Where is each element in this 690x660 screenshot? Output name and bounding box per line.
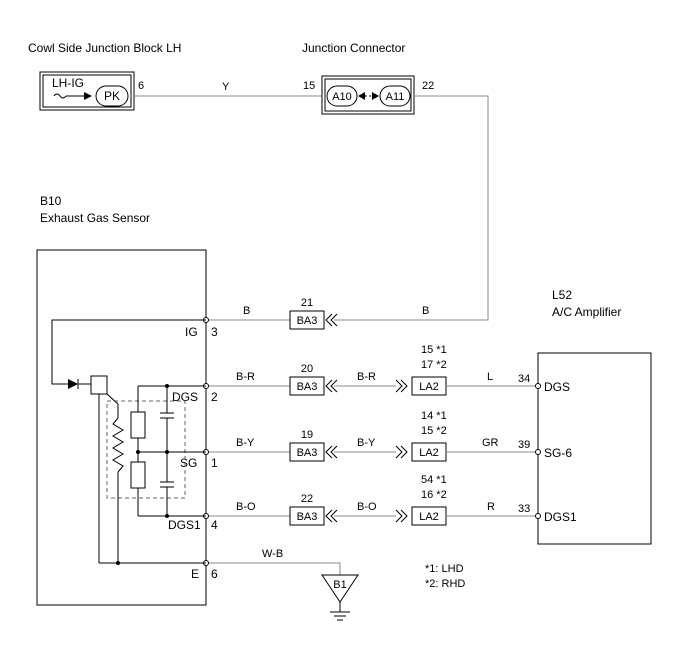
sensor-name: Exhaust Gas Sensor — [40, 211, 150, 225]
note-lhd: *1: LHD — [425, 563, 464, 575]
sensor-code: B10 — [40, 194, 62, 208]
amp-pin-num-3: 33 — [518, 503, 530, 515]
diode-icon — [68, 379, 78, 389]
fuse-icon — [53, 93, 67, 99]
la2-pin1-1: 15 *1 — [421, 344, 447, 356]
la2-pin2-3: 16 *2 — [421, 489, 447, 501]
ba3-connector-2 — [289, 376, 325, 396]
wire-r-label: R — [487, 501, 495, 513]
amp-box — [537, 352, 652, 545]
wire-b-right — [414, 95, 489, 321]
cowl-block-inner — [42, 74, 132, 108]
wire-br-left-label: B-R — [236, 371, 255, 383]
fuse-label: LH-IG — [52, 76, 84, 90]
pin-num-dgs: 2 — [211, 390, 218, 404]
la2-pin2-1: 17 *2 — [421, 359, 447, 371]
amp-code: L52 — [552, 288, 572, 302]
junction-connector-label: Junction Connector — [302, 41, 405, 55]
pin-name-e: E — [191, 567, 199, 581]
heater-switch — [90, 375, 108, 395]
amp-pin-dgs — [535, 383, 541, 389]
ground-label: B1 — [333, 579, 346, 591]
pk-connector — [95, 85, 129, 107]
sensor-box — [36, 249, 207, 606]
wire-by-mid-label: B-Y — [357, 437, 376, 449]
pin-num-ig: 3 — [211, 325, 218, 339]
pin-name-ig: IG — [185, 325, 198, 339]
wire-bo-mid-label: B-O — [357, 501, 377, 513]
ba3-label-3: BA3 — [297, 447, 318, 459]
wire-wb-label: W-B — [262, 548, 283, 560]
junction-right-pin: 22 — [422, 80, 434, 92]
ba3-connector-3 — [289, 442, 325, 462]
la2-label-2: LA2 — [419, 447, 439, 459]
cell-upper-icon — [130, 411, 146, 439]
la2-pin1-2: 14 *1 — [421, 410, 447, 422]
la2-label-1: LA2 — [419, 381, 439, 393]
sensor-element-box — [106, 400, 186, 499]
pin-name-sg: SG — [180, 456, 197, 470]
ig-internal-wire — [51, 319, 206, 385]
pin-num-e: 6 — [211, 567, 218, 581]
ba3-label-4: BA3 — [297, 511, 318, 523]
amp-name: A/C Amplifier — [552, 305, 621, 319]
pk-connector-label: PK — [104, 89, 120, 103]
note-rhd: *2: RHD — [425, 578, 465, 590]
a10-connector — [326, 85, 358, 107]
cell-lower-icon — [130, 461, 146, 489]
connector-arrow-icon — [84, 92, 92, 100]
ground-connector — [321, 574, 359, 603]
amp-pin-num-2: 39 — [518, 439, 530, 451]
a11-label: A11 — [386, 91, 405, 103]
ba3-pin-2: 20 — [301, 363, 313, 375]
wire-l-label: L — [487, 371, 493, 383]
ba3-connector-1 — [289, 310, 325, 330]
amp-pin-name-3: DGS1 — [544, 510, 577, 524]
ba3-connector-4 — [289, 506, 325, 526]
amp-pin-sg6 — [535, 449, 541, 455]
junction-left-pin: 15 — [303, 80, 315, 92]
la2-pin2-2: 15 *2 — [421, 425, 447, 437]
amp-pin-dgs1 — [535, 513, 541, 519]
ba3-label-1: BA3 — [297, 315, 318, 327]
la2-pin1-3: 54 *1 — [421, 474, 447, 486]
a10-label: A10 — [332, 91, 352, 103]
amp-pin-num-1: 34 — [518, 373, 530, 385]
wire-b-left-label: B — [243, 305, 250, 317]
cowl-block-label: Cowl Side Junction Block LH — [28, 41, 181, 55]
pin-name-dgs1: DGS1 — [168, 518, 201, 532]
cowl-pin: 6 — [138, 80, 144, 92]
ba3-pin-4: 22 — [301, 493, 313, 505]
wire-by-left-label: B-Y — [236, 437, 255, 449]
amp-pin-name-2: SG-6 — [544, 446, 572, 460]
amp-pin-name-1: DGS — [544, 380, 570, 394]
wire-bo-left-label: B-O — [236, 501, 256, 513]
heater-resistor-icon — [112, 417, 124, 473]
plug-arrow-icon — [325, 313, 338, 327]
a11-connector — [379, 85, 411, 107]
ba3-pin-1: 21 — [301, 297, 313, 309]
wire-gr-label: GR — [482, 437, 499, 449]
ba3-label-2: BA3 — [297, 381, 318, 393]
wire-br-mid-label: B-R — [357, 371, 376, 383]
wire-wb — [209, 562, 341, 575]
ba3-pin-3: 19 — [301, 429, 313, 441]
la2-label-3: LA2 — [419, 511, 439, 523]
wire-y-label: Y — [222, 81, 230, 93]
junction-arrow-icon — [372, 92, 379, 100]
wire-b-right-label: B — [422, 305, 429, 317]
pin-num-dgs1: 4 — [211, 518, 218, 532]
pin-num-sg: 1 — [211, 456, 218, 470]
